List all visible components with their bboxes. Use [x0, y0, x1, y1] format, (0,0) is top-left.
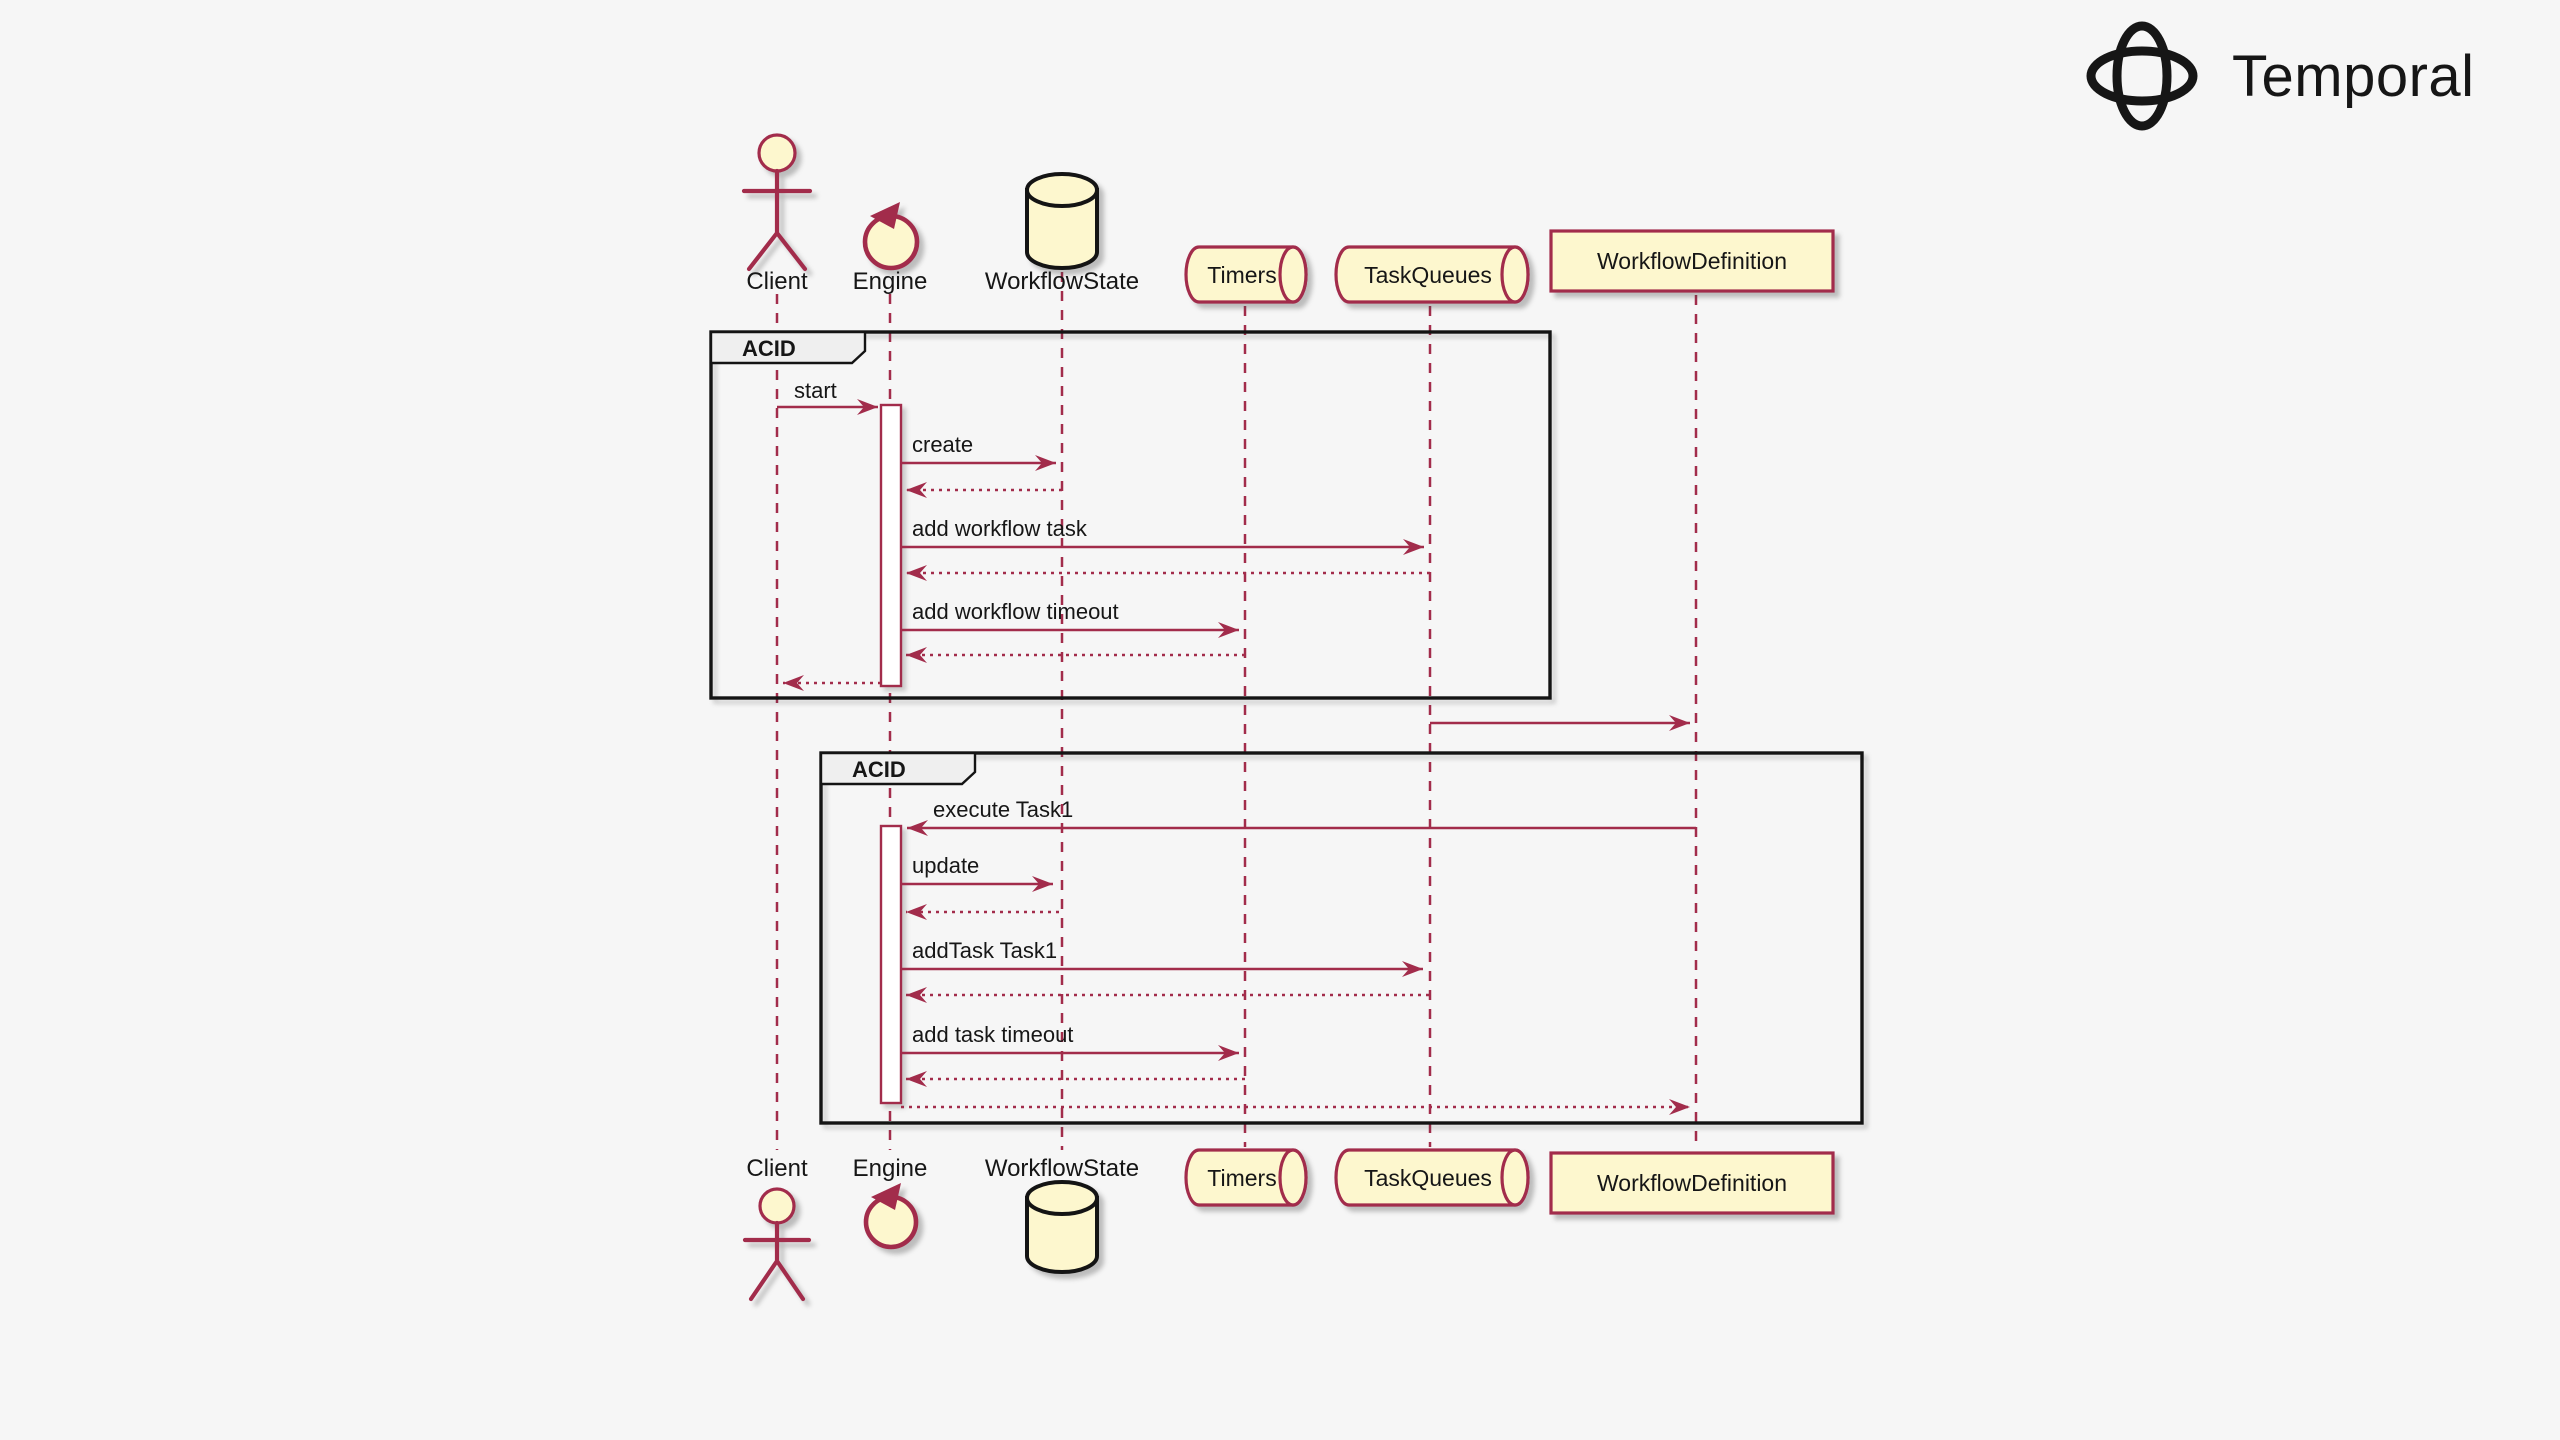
timers-label-bottom: Timers: [1207, 1165, 1276, 1191]
workflow-state-database-icon: [1025, 172, 1099, 270]
timers-label-top: Timers: [1207, 262, 1276, 288]
message-addtask-task1: addTask Task1: [901, 938, 1429, 1003]
task-queues-label-top: TaskQueues: [1364, 262, 1492, 288]
client-actor-head-bottom: [758, 1187, 796, 1225]
workflow-definition-rect-top: [1549, 229, 1835, 293]
client-actor-icon: [741, 133, 813, 272]
engine-label-bottom: Engine: [853, 1155, 928, 1182]
message-update-label: update: [912, 853, 979, 878]
engine-control-icon-bottom: [863, 1183, 919, 1250]
message-add-workflow-timeout-label: add workflow timeout: [912, 599, 1119, 624]
workflow-state-label-bottom: WorkflowState: [985, 1155, 1139, 1182]
fragment-acid-1: ACID start create add workflow task add …: [709, 330, 1552, 700]
message-execute-task1-label: execute Task1: [933, 797, 1073, 822]
fragment-1-label-box: [709, 330, 867, 365]
client-label-bottom: Client: [746, 1155, 808, 1182]
participants-bottom: Client Engine WorkflowState Timers TaskQ…: [742, 1148, 1835, 1302]
client-actor-head: [757, 133, 797, 173]
engine-label-top: Engine: [853, 268, 928, 295]
workflow-definition-rect-bottom: [1549, 1151, 1835, 1215]
task-queues-queue-top: TaskQueues: [1334, 245, 1530, 304]
engine-control-arrowhead: [870, 202, 900, 229]
database-top: [1025, 172, 1099, 208]
engine-control-icon: [862, 202, 920, 271]
message-add-workflow-task-label: add workflow task: [912, 516, 1088, 541]
database-body-bottom: [1025, 1196, 1099, 1274]
temporal-logo-horizontal-ring: [2086, 46, 2198, 106]
message-execute-task1: execute Task1: [907, 797, 1696, 836]
lifelines: [775, 272, 1698, 1150]
workflow-state-label-top: WorkflowState: [985, 268, 1139, 295]
workflow-state-database-icon-bottom: [1025, 1180, 1099, 1274]
message-addtask-task1-label: addTask Task1: [912, 938, 1057, 963]
client-label-top: Client: [746, 268, 808, 295]
fragment-2-border: [819, 751, 1864, 1125]
message-add-workflow-task: add workflow task: [901, 516, 1430, 581]
client-actor-body: [741, 168, 813, 272]
message-create-label: create: [912, 432, 973, 457]
task-queues-queue-end-bottom: [1500, 1148, 1530, 1207]
workflow-definition-label-bottom: WorkflowDefinition: [1597, 1170, 1787, 1196]
workflow-definition-label-top: WorkflowDefinition: [1597, 248, 1787, 274]
database-body: [1025, 188, 1099, 270]
task-queues-label-bottom: TaskQueues: [1364, 1165, 1492, 1191]
temporal-logo-wordmark: Temporal: [2232, 44, 2475, 109]
message-update: update: [901, 853, 1059, 920]
task-queues-queue-end: [1500, 245, 1530, 304]
message-start-label: start: [794, 378, 837, 403]
message-start: start: [777, 378, 878, 415]
timers-queue-bottom: Timers: [1184, 1148, 1308, 1207]
workflow-definition-box-top: WorkflowDefinition: [1549, 229, 1835, 293]
workflow-definition-box-bottom: WorkflowDefinition: [1549, 1151, 1835, 1215]
timers-queue-end-bottom: [1278, 1148, 1308, 1207]
message-add-workflow-timeout: add workflow timeout: [901, 599, 1245, 663]
timers-queue-end: [1278, 245, 1308, 304]
fragment-2-label: ACID: [852, 757, 906, 782]
fragment-2-label-box: [819, 751, 977, 786]
database-top-bottom: [1025, 1180, 1099, 1216]
temporal-logo-icon: [2086, 21, 2198, 131]
temporal-logo-vertical-ring: [2112, 21, 2172, 131]
fragment-1-label: ACID: [742, 336, 796, 361]
timers-queue-top: Timers: [1184, 245, 1308, 304]
task-queues-queue-bottom: TaskQueues: [1334, 1148, 1530, 1207]
engine-activation-2: [879, 824, 903, 1105]
participants-top: Client Engine WorkflowState Timers TaskQ…: [741, 133, 1835, 304]
engine-control-arrowhead-bottom: [871, 1183, 901, 1210]
client-actor-icon-bottom: [742, 1187, 812, 1302]
message-add-task-timeout-label: add task timeout: [912, 1022, 1073, 1047]
fragment-acid-2: ACID execute Task1 update addTask Task1 …: [819, 751, 1864, 1125]
client-actor-body-bottom: [742, 1220, 812, 1302]
message-add-task-timeout: add task timeout: [901, 1022, 1245, 1087]
engine-activation-1: [879, 403, 903, 688]
temporal-logo: Temporal: [2086, 21, 2475, 131]
fragment-1-border: [709, 330, 1552, 700]
message-create: create: [901, 432, 1062, 498]
activations: [879, 403, 903, 1105]
